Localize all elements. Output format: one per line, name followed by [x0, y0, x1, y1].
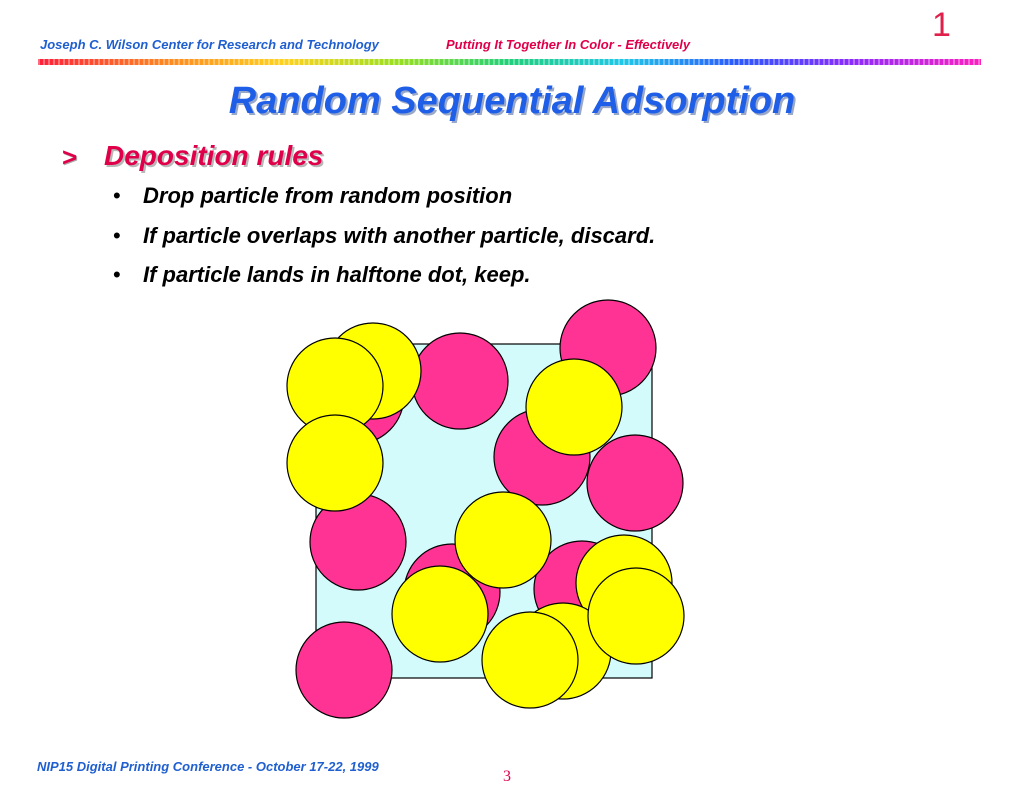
yellow-particle [454, 491, 552, 589]
rainbow-divider [38, 59, 981, 65]
slide-title: Random Sequential Adsorption [228, 80, 796, 122]
bullet-symbol-3: • [113, 262, 121, 287]
magenta-particle [411, 332, 509, 430]
yellow-particle [525, 358, 623, 456]
header-topic: Putting It Together In Color - Effective… [446, 37, 691, 52]
subheading-marker: > [62, 142, 78, 172]
adsorption-figure [286, 299, 685, 719]
header-organization: Joseph C. Wilson Center for Research and… [40, 37, 379, 52]
bullet-text-2: If particle overlaps with another partic… [143, 223, 656, 248]
yellow-particle [481, 611, 579, 709]
magenta-particle [586, 434, 684, 532]
yellow-particle [286, 414, 384, 512]
bullet-symbol-2: • [113, 223, 121, 248]
bullet-text-3: If particle lands in halftone dot, keep. [143, 262, 531, 287]
footer-conference: NIP15 Digital Printing Conference - Octo… [37, 759, 379, 774]
yellow-particle [587, 567, 685, 665]
magenta-particle [295, 621, 393, 719]
page-number: 3 [503, 768, 511, 785]
yellow-particle [391, 565, 489, 663]
slide-number: 1 [932, 6, 951, 44]
bullet-text-1: Drop particle from random position [143, 183, 513, 208]
bullet-symbol-1: • [113, 183, 121, 208]
subheading-text: Deposition rules [104, 140, 324, 171]
